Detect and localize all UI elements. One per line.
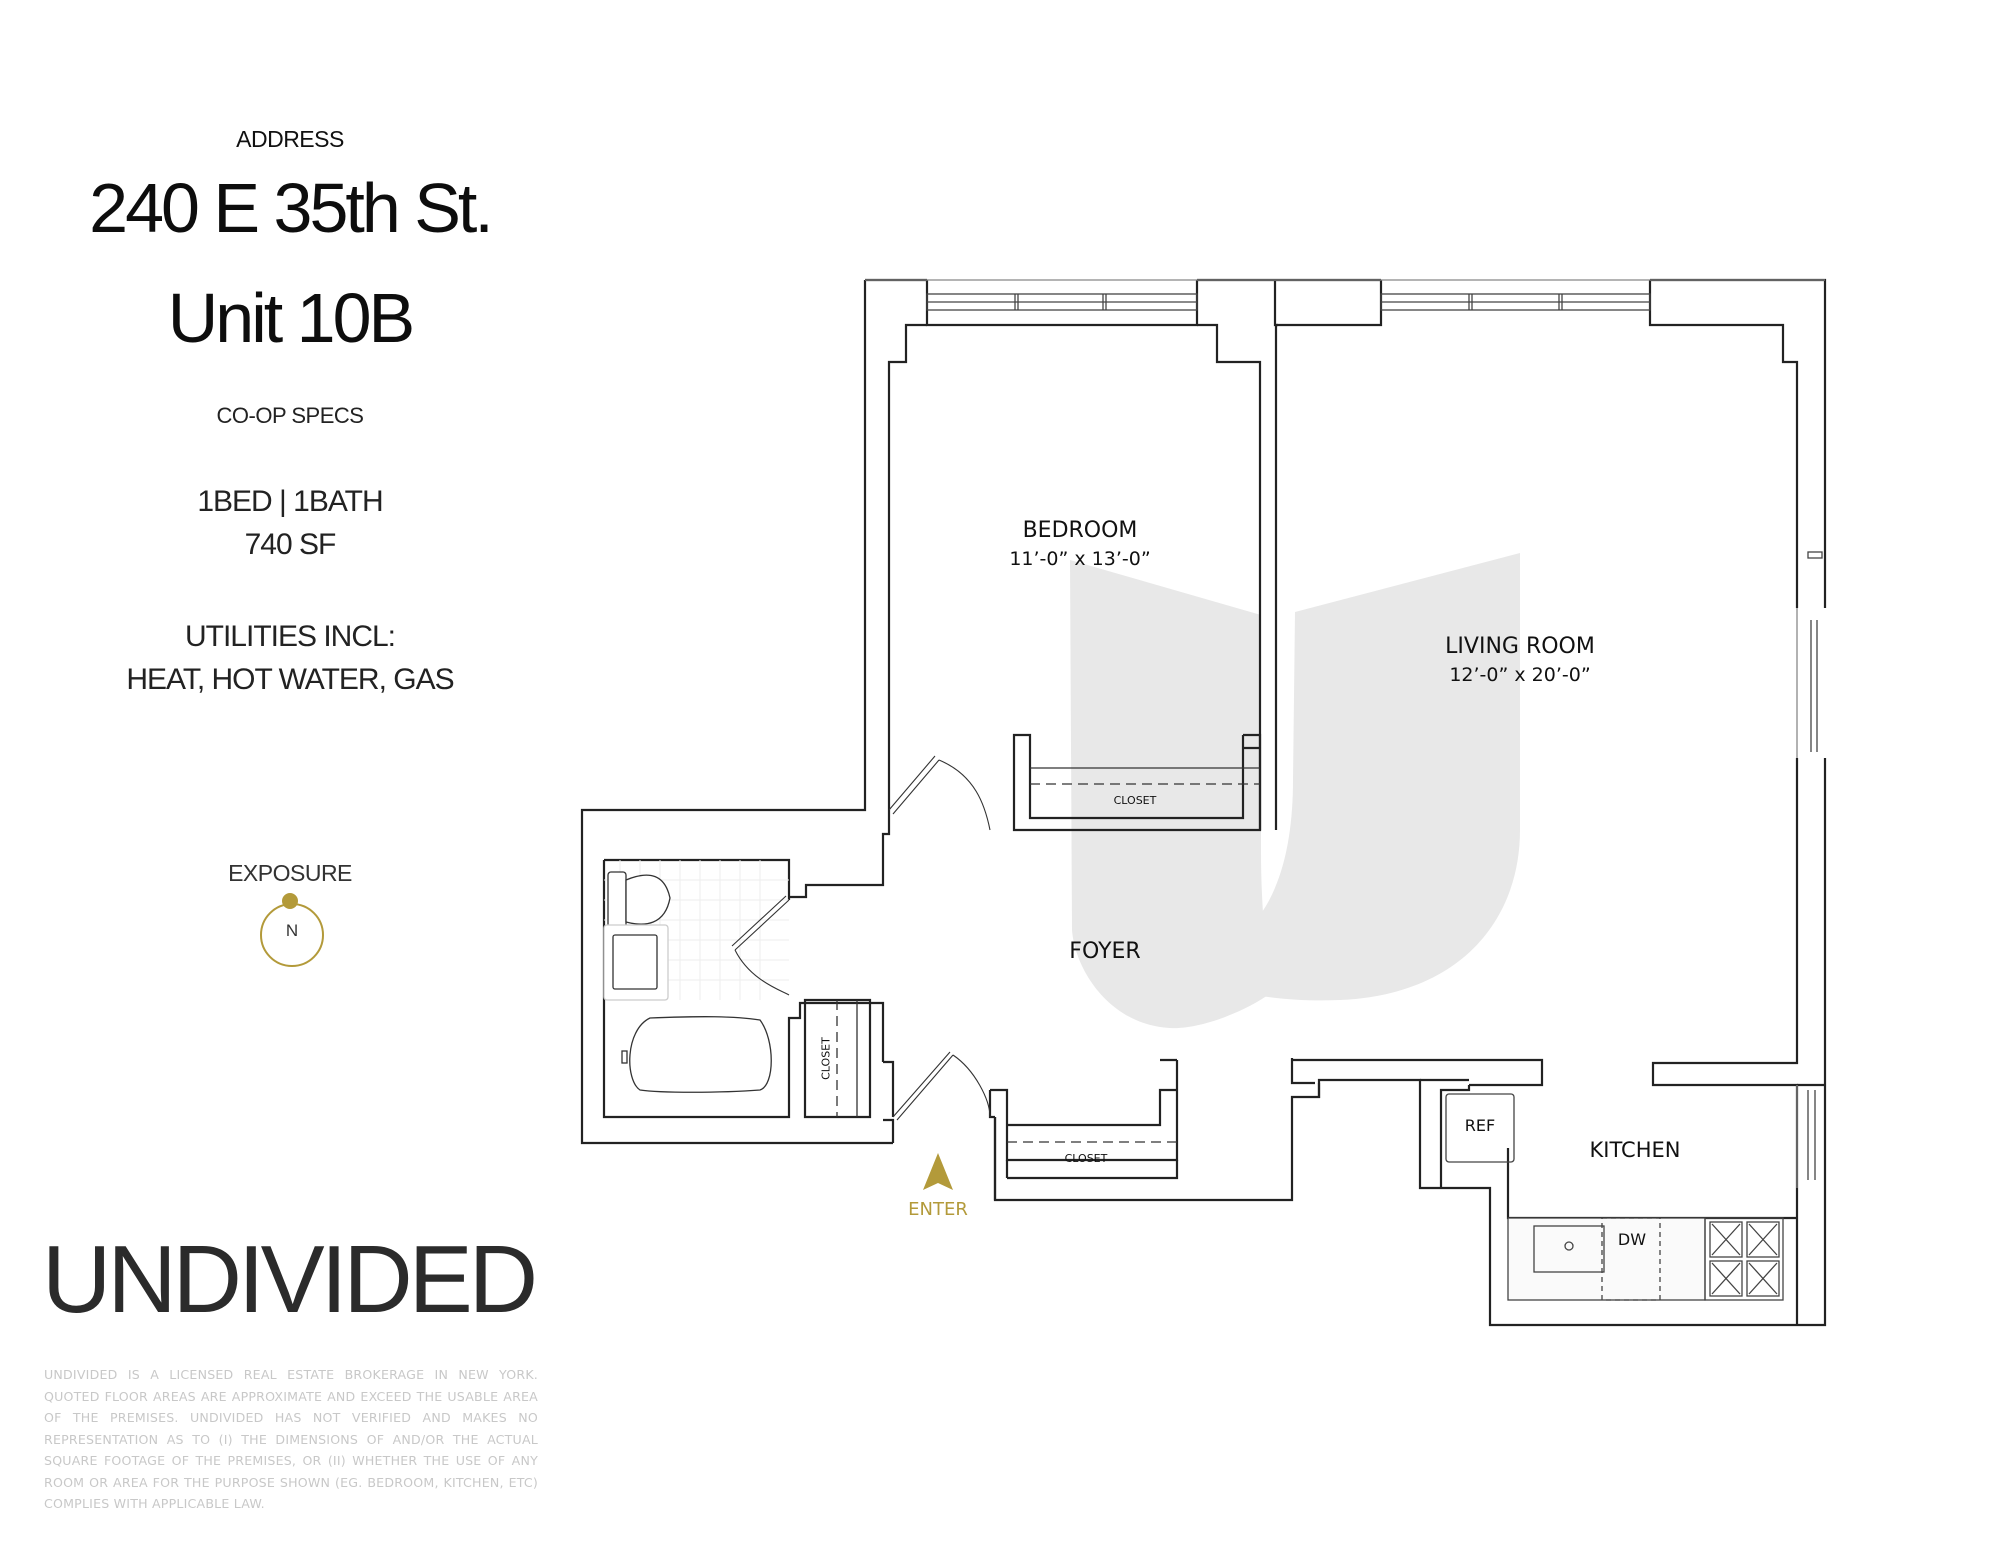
bedroom-dimensions: 11’-0” x 13’-0” [1009,548,1151,570]
refrigerator-label: REF [1464,1116,1496,1135]
toilet-tank-icon [607,871,627,931]
listing-info-panel: ADDRESS 240 E 35th St. Unit 10B CO-OP SP… [0,0,600,1545]
specs-label: CO-OP SPECS [216,403,364,428]
utilities-label: UTILITIES INCL: [184,620,396,653]
exposure-label: EXPOSURE [228,860,352,886]
foyer-label: FOYER [1069,939,1141,964]
utilities-list: HEAT, HOT WATER, GAS [126,663,454,696]
enter-arrow-icon [923,1153,953,1190]
stove-icon [1704,1217,1784,1301]
bathroom [603,860,789,1093]
living-room-dimensions: 12’-0” x 20’-0” [1449,664,1591,686]
street-address: 240 E 35th St. [89,169,494,247]
dishwasher-icon [1601,1217,1661,1301]
compass-north-marker-icon [282,893,298,909]
address-label: ADDRESS [236,126,344,152]
kitchen-fixtures [1445,1093,1784,1301]
exposure-direction: N [285,921,299,940]
counter [1507,1217,1706,1301]
enter-label: ENTER [908,1199,968,1220]
unit-number: Unit 10B [167,279,415,357]
bath-closet-label: CLOSET [819,1037,833,1080]
toilet-bowl-icon [625,874,671,925]
doors [731,755,991,1121]
kitchen-sink-icon [1533,1225,1605,1273]
bedroom-closet-label: CLOSET [1113,794,1157,807]
brand-logo: UNDIVIDED [42,1226,538,1333]
entry-closet-label: CLOSET [1064,1152,1108,1165]
closet-rods [836,767,1260,1143]
windows-top [865,279,1825,1188]
bathtub-icon [629,1016,772,1093]
bedroom-label: BEDROOM [1022,518,1138,543]
living-room-label: LIVING ROOM [1445,634,1595,659]
refrigerator-icon [1445,1093,1515,1163]
legal-disclaimer: UNDIVIDED IS A LICENSED REAL ESTATE BROK… [44,1367,538,1511]
beds-baths: 1BED | 1BATH [197,485,383,518]
watermark-logo-icon [1070,553,1520,1029]
square-footage: 740 SF [244,528,337,561]
kitchen-label: KITCHEN [1589,1138,1681,1162]
dishwasher-label: DW [1617,1230,1647,1249]
